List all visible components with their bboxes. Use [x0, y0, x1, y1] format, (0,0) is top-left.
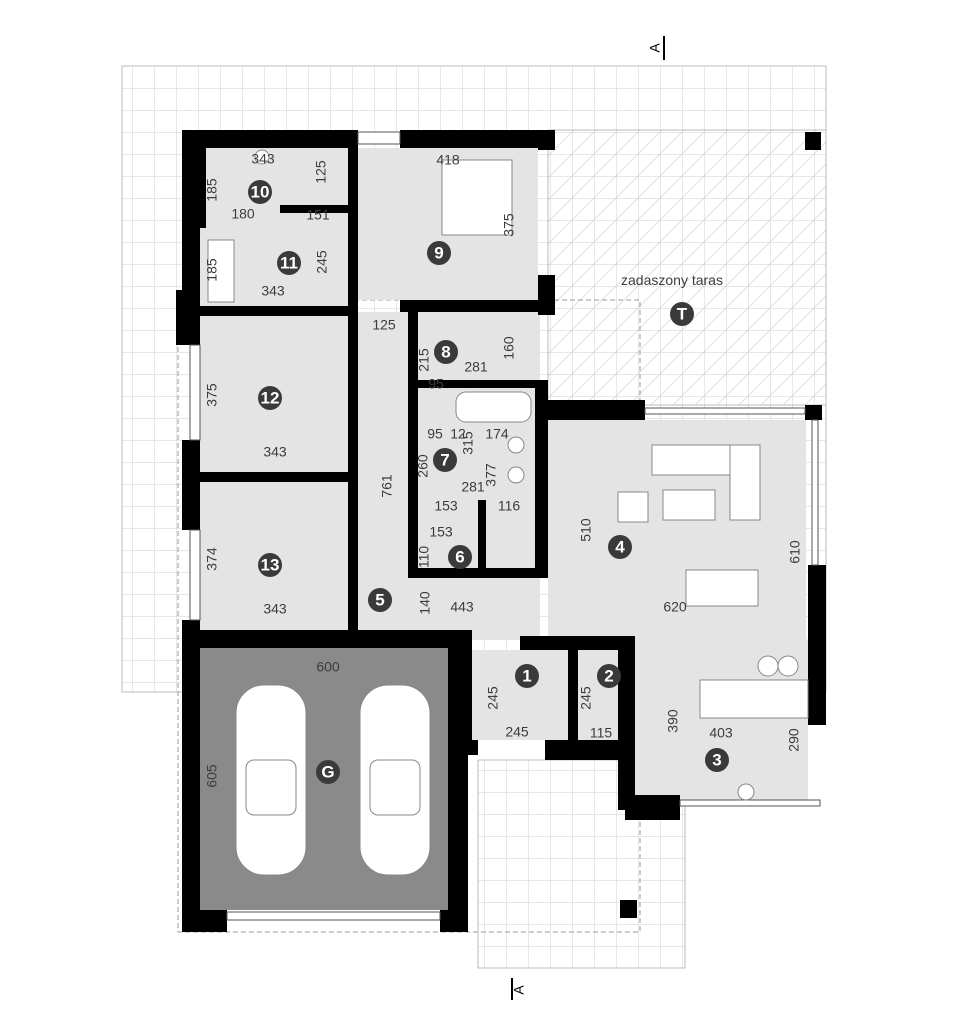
room-label-5: 5: [368, 588, 392, 612]
dimension-label: 95: [428, 376, 444, 392]
dimension-label: 95: [427, 426, 443, 442]
dimension-label: 160: [501, 336, 517, 360]
dimension-label: 281: [461, 479, 485, 495]
dimension-label: 403: [709, 725, 733, 741]
dimension-label: 761: [379, 474, 395, 498]
dimension-label: 151: [306, 207, 330, 223]
svg-text:A: A: [647, 43, 663, 53]
dimension-label: 125: [372, 317, 396, 333]
svg-text:8: 8: [441, 343, 450, 362]
furniture: [207, 149, 809, 876]
svg-text:13: 13: [261, 556, 280, 575]
dimension-label: 153: [434, 498, 458, 514]
car-left: [235, 684, 307, 876]
dimension-label: 180: [231, 206, 255, 222]
dimension-label: 245: [578, 686, 594, 710]
svg-text:G: G: [321, 763, 334, 782]
dimension-label: 125: [313, 160, 329, 184]
dimension-label: 110: [416, 546, 432, 569]
room-label-8: 8: [434, 340, 458, 364]
room-label-7: 7: [433, 448, 457, 472]
dimension-label: 290: [786, 728, 802, 752]
room-label-garage: G: [316, 760, 340, 784]
room-label-1: 1: [515, 664, 539, 688]
svg-text:1: 1: [522, 667, 531, 686]
dimension-label: 377: [483, 463, 499, 487]
svg-text:12: 12: [261, 389, 280, 408]
dimension-label: 443: [450, 599, 474, 615]
room-label-11: 11: [277, 251, 301, 275]
kitchen-island: [699, 679, 809, 719]
dimension-label: 140: [417, 591, 433, 615]
dimension-label: 245: [485, 686, 501, 710]
dining-table: [685, 569, 759, 607]
car-right: [359, 684, 431, 876]
covered-terrace: [547, 129, 827, 406]
svg-text:10: 10: [251, 183, 270, 202]
dimension-label: 245: [314, 250, 330, 274]
dimension-label: 610: [787, 540, 803, 564]
dimension-label: 605: [204, 764, 220, 788]
room-label-13: 13: [258, 553, 282, 577]
bed: [441, 159, 513, 236]
dimension-label: 153: [429, 524, 453, 540]
svg-text:11: 11: [280, 254, 298, 273]
dimension-label: 245: [505, 724, 529, 740]
svg-text:2: 2: [604, 667, 613, 686]
room-labels: 10 11 9 8 12 7 6 13 5 4 1 2 3 G T: [248, 180, 729, 784]
dimension-label: 343: [251, 151, 275, 167]
svg-text:6: 6: [455, 548, 464, 567]
svg-text:T: T: [677, 305, 688, 324]
dimension-label: 343: [263, 444, 287, 460]
dimension-label: 315: [460, 431, 476, 455]
terrace-label: zadaszony taras: [621, 272, 723, 288]
dimension-label: 185: [204, 178, 220, 202]
walls: [176, 130, 826, 932]
room-label-10: 10: [248, 180, 272, 204]
dimension-label: 343: [261, 283, 285, 299]
dimension-label: 185: [204, 258, 220, 282]
room-label-12: 12: [258, 386, 282, 410]
svg-text:A: A: [511, 985, 527, 995]
room-label-6: 6: [448, 545, 472, 569]
svg-text:7: 7: [440, 451, 449, 470]
dimension-label: 600: [316, 659, 340, 675]
room-label-terrace: T: [670, 302, 694, 326]
dimension-label: 12: [450, 426, 466, 442]
dimension-label: 375: [204, 383, 220, 407]
room-label-2: 2: [597, 664, 621, 688]
coffee-table: [662, 489, 716, 521]
svg-text:3: 3: [712, 751, 721, 770]
dimension-label: 343: [263, 601, 287, 617]
dimension-label: 281: [464, 359, 488, 375]
svg-text:5: 5: [375, 591, 384, 610]
svg-text:4: 4: [615, 538, 625, 557]
dimension-label: 115: [590, 725, 613, 741]
room-label-3: 3: [705, 748, 729, 772]
room-label-4: 4: [608, 535, 632, 559]
dimension-label: 260: [415, 454, 431, 478]
bathtub: [455, 391, 532, 423]
dimension-label: 374: [204, 547, 220, 571]
dimension-label: 375: [501, 213, 517, 237]
dimension-label: 620: [663, 599, 687, 615]
dimension-label: 215: [416, 348, 432, 372]
room-label-9: 9: [427, 241, 451, 265]
section-marker-top: A: [647, 36, 665, 60]
section-marker-bottom: A: [511, 978, 527, 1000]
dimension-label: 510: [578, 518, 594, 542]
dimension-label: 390: [665, 709, 681, 733]
dimension-label: 116: [498, 498, 521, 514]
dimension-label: 174: [485, 426, 509, 442]
svg-text:9: 9: [434, 244, 443, 263]
windows: [189, 131, 821, 921]
dimension-label: 418: [436, 152, 460, 168]
